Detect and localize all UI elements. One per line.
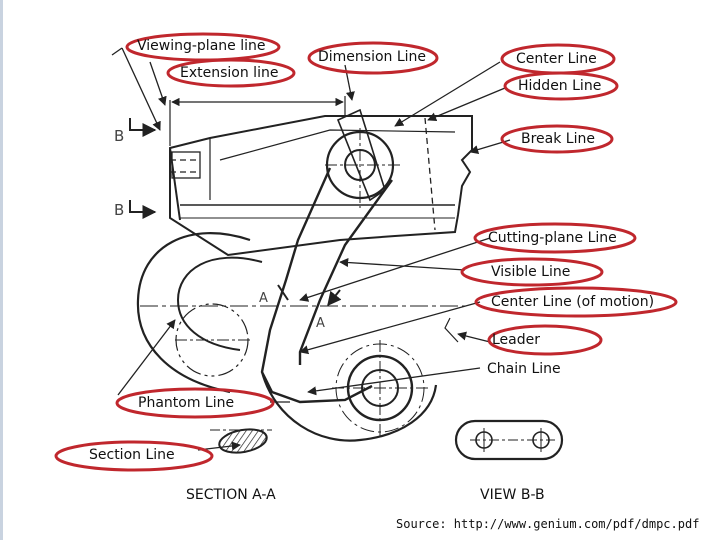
label-visible-line: Visible Line	[491, 264, 571, 280]
letter-a-left: A	[259, 291, 268, 306]
label-section-line: Section Line	[89, 447, 175, 463]
label-center-line: Center Line	[516, 51, 597, 67]
highlight-phantom-line	[115, 387, 275, 419]
highlight-dimension-line	[307, 41, 439, 75]
label-cutting-plane-line: Cutting-plane Line	[488, 230, 617, 246]
highlight-extension-line	[166, 58, 296, 88]
caption-section-aa: SECTION A-A	[186, 487, 276, 503]
highlight-break-line	[500, 124, 614, 154]
label-center-line-motion: Center Line (of motion)	[491, 294, 655, 310]
highlight-leader	[487, 324, 603, 356]
letter-b-lower: B	[114, 201, 125, 219]
slide-edge	[0, 0, 3, 540]
letter-a-right: A	[316, 316, 325, 331]
label-extension-line: Extension line	[180, 65, 279, 81]
highlight-visible-line	[460, 257, 604, 287]
drawing-linework	[111, 47, 564, 461]
highlight-center-motion	[474, 286, 678, 318]
label-dimension-line: Dimension Line	[318, 49, 427, 65]
highlight-hidden-line	[503, 71, 619, 101]
label-leader: Leader	[492, 332, 541, 348]
label-viewing-plane-line: Viewing-plane line	[137, 38, 266, 54]
source-citation: Source: http://www.genium.com/pdf/dmpc.p…	[396, 517, 700, 531]
label-break-line: Break Line	[521, 131, 595, 147]
highlight-ellipses	[54, 32, 678, 472]
highlight-cutting-plane	[473, 222, 637, 254]
label-phantom-line: Phantom Line	[138, 395, 235, 411]
label-hidden-line: Hidden Line	[518, 78, 602, 94]
highlight-section-line	[54, 440, 214, 472]
caption-view-bb: VIEW B-B	[480, 487, 545, 503]
label-chain-line: Chain Line	[487, 361, 561, 377]
letter-b-upper: B	[114, 127, 125, 145]
